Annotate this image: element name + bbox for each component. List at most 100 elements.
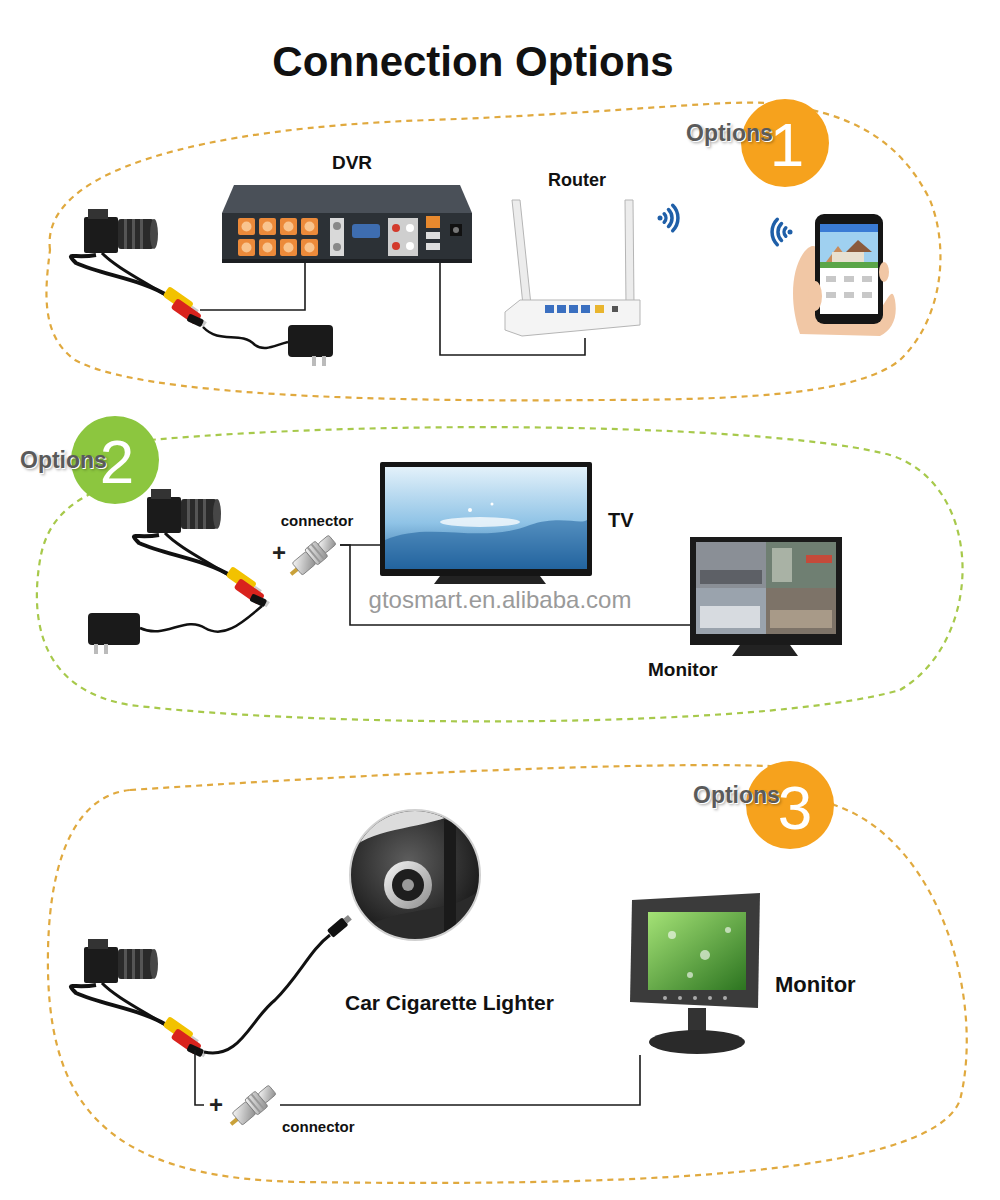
wifi-router bbox=[545, 305, 554, 313]
wifi-router bbox=[557, 305, 566, 313]
dvr-recorder bbox=[284, 243, 294, 253]
lighter-photo bbox=[350, 800, 480, 850]
cctv-monitor bbox=[700, 606, 760, 628]
power-cable bbox=[140, 606, 262, 632]
dvr-recorder bbox=[426, 243, 440, 250]
wifi-router bbox=[625, 200, 634, 305]
wifi-signal bbox=[784, 228, 786, 236]
lighter-photo bbox=[444, 820, 456, 940]
smartphone bbox=[879, 262, 889, 282]
bnc-figure bbox=[225, 1082, 279, 1132]
car-monitor bbox=[649, 1030, 745, 1054]
dvr-recorder bbox=[305, 243, 315, 253]
label-holder: Router bbox=[548, 170, 606, 191]
smartphone bbox=[820, 224, 878, 314]
camera-figure bbox=[134, 489, 272, 610]
option-number: 3 bbox=[778, 772, 812, 843]
label-holder: Options bbox=[686, 120, 773, 146]
wifi-signal bbox=[669, 210, 673, 227]
usb-power-cable bbox=[204, 935, 330, 1053]
monitor-screen: Monitor bbox=[690, 537, 842, 657]
dvr-recorder bbox=[333, 243, 341, 251]
power-cable bbox=[203, 327, 288, 348]
camera-figure bbox=[71, 939, 209, 1060]
cctv-monitor bbox=[690, 537, 842, 645]
power-adapter bbox=[322, 356, 326, 366]
device-label: DVR bbox=[332, 152, 372, 174]
region-outline bbox=[48, 765, 967, 1183]
connector-line bbox=[280, 1055, 640, 1105]
dvr-recorder bbox=[242, 222, 252, 232]
label-holder: connector bbox=[281, 512, 354, 529]
power-adapter bbox=[312, 356, 316, 366]
bnc-figure bbox=[285, 532, 339, 582]
cctv-monitor bbox=[770, 610, 832, 628]
car-monitor bbox=[708, 996, 712, 1000]
wifi-router bbox=[569, 305, 578, 313]
power-adapter bbox=[288, 325, 333, 366]
wifi-signal bbox=[664, 214, 666, 222]
cctv-monitor bbox=[732, 645, 798, 656]
dvr-recorder bbox=[222, 213, 472, 261]
smartphone bbox=[832, 252, 864, 262]
smartphone bbox=[826, 276, 836, 282]
power-adapter bbox=[88, 613, 140, 654]
label-holder: connector bbox=[282, 1118, 355, 1135]
device-label: connector bbox=[281, 512, 354, 529]
option-word: Options bbox=[693, 782, 780, 808]
connector-line bbox=[440, 263, 585, 355]
device-label: connector bbox=[282, 1118, 355, 1135]
lighter-photo bbox=[350, 800, 480, 940]
dvr-recorder bbox=[426, 232, 440, 239]
device-label: Router bbox=[548, 170, 606, 191]
usb-plug bbox=[327, 913, 353, 937]
smartphone bbox=[826, 292, 836, 298]
video-wire bbox=[200, 263, 305, 310]
smartphone bbox=[862, 292, 872, 298]
smartphone bbox=[846, 240, 872, 252]
wifi-signal bbox=[658, 205, 678, 230]
title-holder: Connection Options bbox=[272, 38, 673, 86]
wifi-signal bbox=[788, 230, 793, 235]
option-badge: Options1 bbox=[741, 99, 829, 187]
car-monitor bbox=[693, 996, 697, 1000]
lighter-photo bbox=[384, 861, 432, 909]
smartphone bbox=[820, 224, 878, 232]
page-title: Connection Options bbox=[272, 38, 673, 86]
option-word: Options bbox=[686, 120, 773, 146]
plus-sign: + bbox=[209, 1091, 223, 1119]
watermark: gtosmart.en.alibaba.com bbox=[369, 586, 632, 614]
car-monitor bbox=[688, 1008, 706, 1032]
dvr-recorder bbox=[392, 242, 400, 250]
label-holder: gtosmart.en.alibaba.com bbox=[369, 586, 632, 614]
video-wire bbox=[195, 1050, 204, 1105]
smartphone bbox=[844, 292, 854, 298]
dvr-recorder bbox=[222, 185, 472, 213]
tv-set: TV bbox=[380, 462, 592, 584]
car-monitor bbox=[687, 972, 693, 978]
wifi-signal bbox=[772, 219, 792, 244]
label-holder: TV bbox=[608, 509, 634, 532]
lighter-photo bbox=[350, 810, 480, 940]
wifi-router bbox=[505, 200, 640, 336]
tv-set bbox=[440, 517, 520, 527]
dvr-recorder bbox=[238, 239, 255, 256]
car-monitor bbox=[648, 912, 746, 990]
dvr-recorder bbox=[388, 218, 418, 256]
connector-line bbox=[340, 545, 690, 625]
cctv-monitor bbox=[766, 542, 836, 588]
cigarette-lighter: Car Cigarette Lighter bbox=[350, 810, 480, 940]
cctv-monitor bbox=[766, 588, 836, 634]
cctv-monitor bbox=[690, 537, 842, 656]
wifi-signal bbox=[673, 205, 678, 230]
dvr-recorder bbox=[352, 224, 380, 238]
cctv-monitor bbox=[700, 570, 762, 584]
cctv-monitor bbox=[806, 555, 832, 563]
power-adapter bbox=[104, 644, 108, 654]
dvr-recorder bbox=[259, 218, 276, 235]
car-monitor: Monitor bbox=[625, 890, 763, 1055]
label-holder: Car Cigarette Lighter bbox=[345, 991, 554, 1015]
dvr-recorder bbox=[406, 242, 414, 250]
dvr-recorder bbox=[280, 218, 297, 235]
smartphone bbox=[793, 214, 896, 336]
